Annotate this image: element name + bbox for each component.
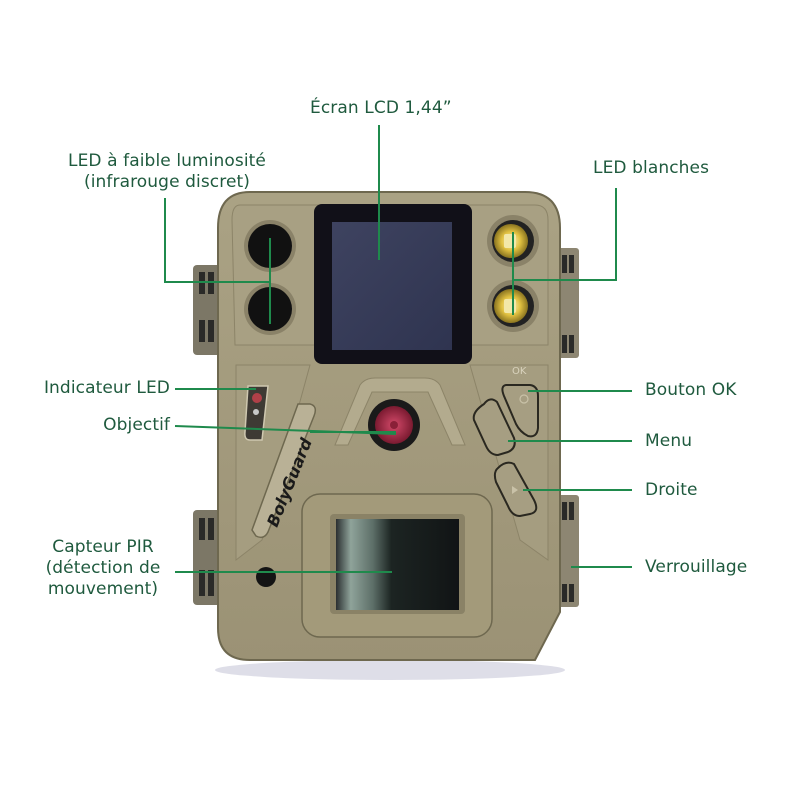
label-pir-line2: (détection de	[45, 558, 161, 578]
label-lcd-screen: Écran LCD 1,44”	[310, 98, 452, 118]
label-indicator-led: Indicateur LED	[43, 378, 170, 398]
label-right-button: Droite	[645, 480, 698, 500]
label-low-glow-leds-line1: LED à faible luminosité	[68, 151, 266, 171]
label-pir-line1: Capteur PIR	[52, 537, 154, 557]
indicator-led	[244, 385, 269, 441]
label-lock: Verrouillage	[645, 557, 748, 577]
pir-sensor	[301, 493, 493, 638]
label-pir-line3: mouvement)	[47, 579, 159, 599]
label-ok-button: Bouton OK	[645, 380, 737, 400]
right-latches	[557, 248, 579, 607]
right-button-shape	[493, 461, 538, 518]
label-menu-button: Menu	[645, 431, 693, 451]
label-lens: Objectif	[103, 415, 170, 435]
lens	[368, 399, 420, 451]
label-low-glow-leds-line2: (infrarouge discret)	[83, 172, 251, 192]
ok-marking: OK	[512, 366, 527, 377]
lcd-screen	[314, 204, 472, 364]
label-white-leds: LED blanches	[593, 158, 710, 178]
callout-lines	[164, 125, 632, 573]
microphone-hole	[256, 567, 276, 587]
left-latches	[193, 265, 223, 605]
label-pir-sensor: Capteur PIR (détection de mouvement)	[30, 537, 176, 600]
menu-button-shape	[472, 398, 516, 457]
label-low-glow-leds: LED à faible luminosité (infrarouge disc…	[42, 151, 292, 193]
